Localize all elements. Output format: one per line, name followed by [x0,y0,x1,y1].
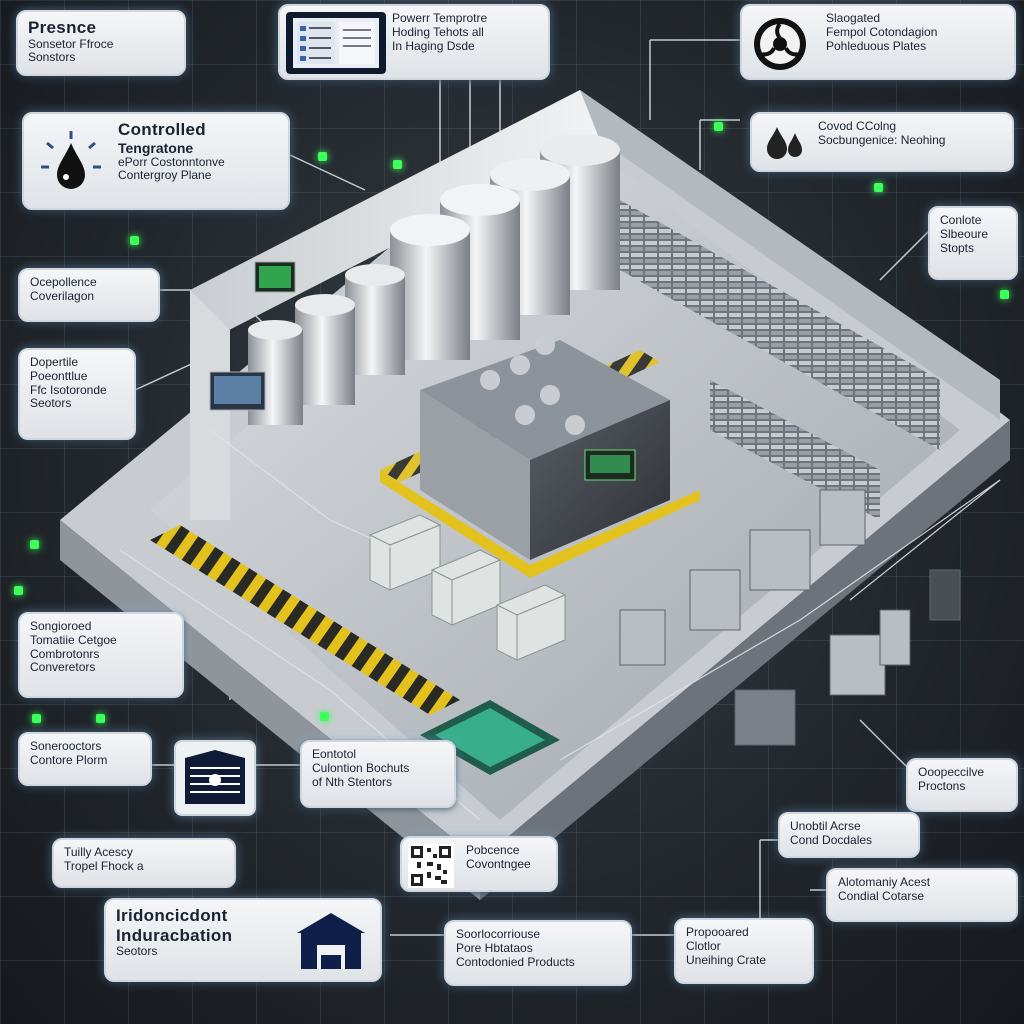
label-concrete: Conlote Slbeoure Stopts [928,206,1018,280]
label-line: Contore Plorm [30,752,108,767]
status-led [393,160,402,169]
label-line: Pohleduous Plates [826,38,927,53]
status-led [130,236,139,245]
label-line: Soorlocorriouse [456,927,541,941]
tank-group [248,134,620,425]
label-line: Alotomaniy Acest [838,875,931,889]
status-led [32,714,41,723]
label-line: Tengratone [118,139,194,156]
label-tribally: Tuilly Acescy Tropel Fhock a [52,838,236,888]
label-line: Condial Cotarse [838,888,925,903]
biohazard-icon [750,14,810,74]
label-independent: Iridoncicdont Induracbation Seotors [104,898,382,982]
label-line: Tuilly Acescy [64,845,133,859]
label-line: Hoding Tehots all [392,24,484,39]
status-led [30,540,39,549]
label-line: Songioroed [30,619,92,633]
label-line: Covod CColng [818,119,897,133]
label-line: Iridoncicdont [116,906,228,925]
label-line: Poeonttlue [30,368,88,383]
label-line: Presnce [28,18,97,37]
label-operative: Ooopeccilve Proctons [906,758,1018,812]
label-line: Cond Docdales [790,832,873,847]
label-line: Slbeoure [940,226,989,241]
label-covered-cooling: Covod CColng Socbungenice: Neohing [750,112,1014,172]
label-line: Pobcence [466,843,520,857]
label-line: Uneihing Crate [686,952,767,967]
label-line: Clotlor [686,938,721,953]
label-line: Combrotonrs [30,646,100,661]
label-line: Dopertile [30,355,79,369]
label-presence: Presnce Sonsetor Ffroce Sonstors [16,10,186,76]
label-segregated: Slaogated Fempol Cotondagion Pohleduous … [740,4,1016,80]
label-line: Culontion Bochuts [312,760,410,775]
label-line: Tropel Fhock a [64,858,144,873]
label-segregated-temp: Songioroed Tomatiie Cetgoe Combrotonrs C… [18,612,184,698]
label-line: Propooared [686,925,749,939]
monitor-icon [286,12,386,74]
label-line: Proctons [918,778,966,793]
label-line: Pore Hbtataos [456,940,533,955]
label-storage-plan: Sonerooctors Contore Plorm [18,732,152,786]
label-proposed: Propooared Clotlor Uneihing Crate [674,918,814,984]
label-line: Induracbation [116,925,233,945]
label-controlled-temp: Controlled Tengratone ePorr Costonntonve… [22,112,290,210]
status-led [874,183,883,192]
label-line: ePorr Costonntonve [118,154,225,169]
label-line: Sonsetor Ffroce [28,36,114,51]
label-line: Socbungenice: Neohing [818,132,946,147]
label-line: Converetors [30,660,96,675]
label-line: Conlote [940,213,982,227]
label-line: Slaogated [826,11,881,25]
warehouse-icon [294,910,368,972]
label-line: Unobtil Acrse [790,819,861,833]
label-sootoro: Soorlocorriouse Pore Hbtataos Contodonie… [444,920,632,986]
label-line: Fempol Cotondagion [826,24,938,39]
label-unobtil: Unobtil Acrse Cond Docdales [778,812,920,858]
label-line: Coverilagon [30,288,95,303]
water-drop-icon [38,128,104,198]
label-line: Tomatiie Cetgoe [30,632,117,647]
status-led [714,122,723,131]
label-line: Seotors [30,396,72,411]
label-line: Contodonied Products [456,954,575,969]
label-line: In Haging Dsde [392,38,475,53]
status-led [318,152,327,161]
label-line: Ffc Isotoronde [30,382,107,397]
label-line: Controlled [118,120,206,139]
drops-icon [760,122,810,164]
status-led [14,586,23,595]
label-line: Contergroy Plane [118,168,212,183]
label-external: Eontotol Culontion Bochuts of Nth Stento… [300,740,456,808]
label-line: Ooopeccilve [918,765,985,779]
label-line: of Nth Stentors [312,774,393,789]
label-line: Sonstors [28,50,76,65]
label-power-temp: Powerr Temprotre Hoding Tehots all In Ha… [278,4,550,80]
status-led [320,712,329,721]
label-line: Eontotol [312,747,357,761]
label-automary: Alotomaniy Acest Condial Cotarse [826,868,1018,922]
label-line: Seotors [116,944,158,959]
label-line: Sonerooctors [30,739,102,753]
label-line: Covontngee [466,856,531,871]
label-operations-coverage: Ocepollence Coverilagon [18,268,160,322]
label-line: Powerr Temprotre [392,11,488,25]
label-line: Stopts [940,240,975,255]
label-line: Ocepollence [30,275,97,289]
label-pobcence: Pobcence Covontngee [400,836,558,892]
status-led [96,714,105,723]
qr-code-icon [408,844,454,888]
status-led [1000,290,1009,299]
storage-box-icon [174,740,256,816]
label-dependable: Dopertile Poeonttlue Ffc Isotoronde Seot… [18,348,136,440]
